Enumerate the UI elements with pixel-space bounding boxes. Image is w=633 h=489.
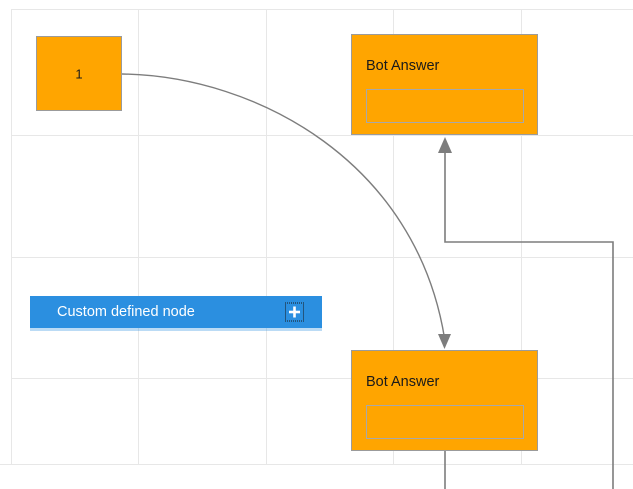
- arrowhead-up-icon: [438, 137, 452, 153]
- bot-answer-slot[interactable]: [366, 89, 524, 123]
- plus-icon[interactable]: [285, 302, 304, 322]
- custom-defined-node-label: Custom defined node: [57, 303, 195, 320]
- arrowhead-down-icon: [438, 334, 451, 349]
- flow-node-number-label: 1: [75, 66, 83, 81]
- flow-node-number[interactable]: 1: [36, 36, 122, 111]
- custom-defined-node-button[interactable]: Custom defined node: [30, 296, 322, 328]
- bot-answer-title: Bot Answer: [366, 374, 440, 390]
- bot-answer-slot[interactable]: [366, 405, 524, 439]
- bot-answer-title: Bot Answer: [366, 58, 440, 74]
- flow-node-bot-answer-bottom[interactable]: Bot Answer: [351, 350, 538, 451]
- flow-node-bot-answer-top[interactable]: Bot Answer: [351, 34, 538, 135]
